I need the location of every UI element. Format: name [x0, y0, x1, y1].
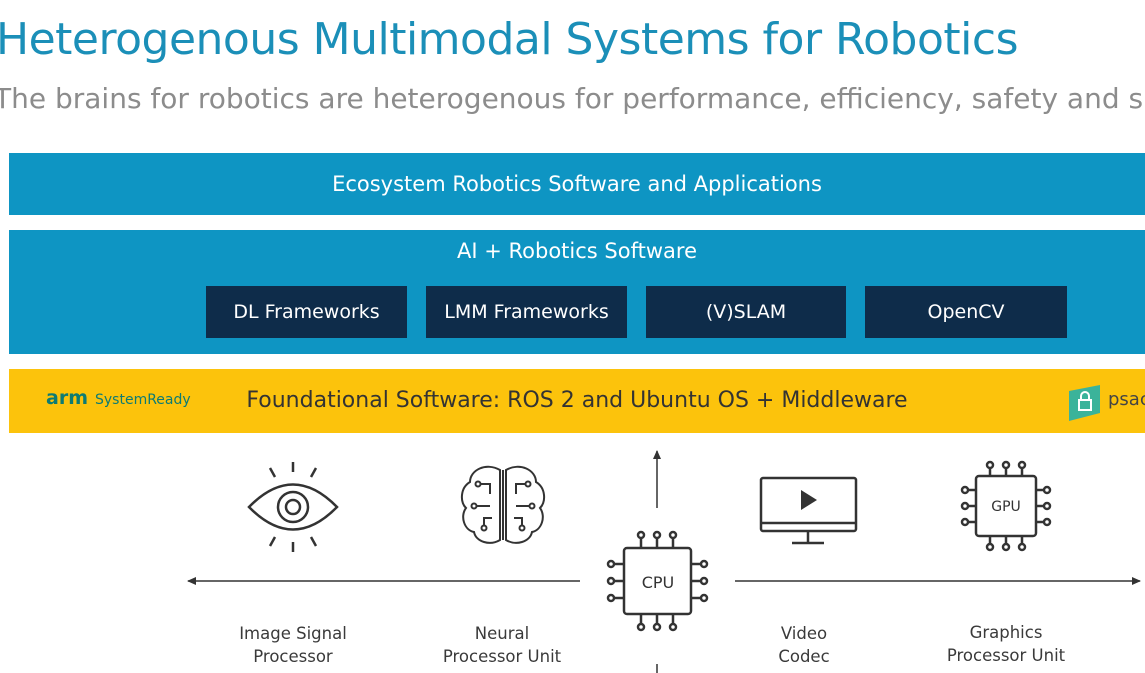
gpu-chip-label: GPU: [991, 499, 1021, 515]
foundation-layer: Foundational Software: ROS 2 and Ubuntu …: [9, 369, 1145, 433]
framework-box-opencv: OpenCV: [865, 286, 1067, 338]
codec-label-line2: Codec: [778, 647, 830, 666]
brain-chip-icon: [460, 465, 546, 544]
gpu-label: Graphics Processor Unit: [926, 621, 1086, 667]
ecosystem-label: Ecosystem Robotics Software and Applicat…: [332, 172, 822, 196]
npu-label-line2: Processor Unit: [442, 647, 562, 666]
isp-label-line2: Processor: [253, 647, 333, 666]
npu-label: Neural Processor Unit: [422, 622, 582, 668]
psa-logo-text: psac: [1108, 389, 1145, 410]
gpu-label-line1: Graphics: [969, 623, 1043, 642]
codec-label-line1: Video: [780, 624, 828, 643]
codec-label: Video Codec: [744, 622, 864, 668]
ecosystem-layer: Ecosystem Robotics Software and Applicat…: [9, 153, 1145, 215]
page-subtitle: The brains for robotics are heterogenous…: [0, 82, 1144, 115]
eye-icon: [247, 462, 339, 552]
framework-box-dl: DL Frameworks: [206, 286, 407, 338]
ai-robotics-layer: AI + Robotics Software DL Frameworks LMM…: [9, 230, 1145, 354]
isp-label-line1: Image Signal: [239, 624, 347, 643]
gpu-label-line2: Processor Unit: [946, 646, 1066, 665]
framework-box-vslam: (V)SLAM: [646, 286, 846, 338]
psa-shield-icon: [1069, 385, 1100, 421]
gpu-chip-icon: [960, 460, 1052, 552]
ai-robotics-title: AI + Robotics Software: [457, 239, 697, 263]
arm-logo: arm: [46, 387, 88, 409]
cpu-chip-icon: [606, 530, 709, 632]
arm-systemready-label: SystemReady: [95, 392, 191, 408]
foundation-label: Foundational Software: ROS 2 and Ubuntu …: [246, 388, 908, 413]
isp-label: Image Signal Processor: [213, 622, 373, 668]
framework-box-lmm: LMM Frameworks: [426, 286, 627, 338]
npu-label-line1: Neural: [474, 624, 530, 643]
video-monitor-icon: [759, 476, 858, 545]
page-title: Heterogenous Multimodal Systems for Robo…: [0, 14, 1019, 65]
cpu-chip-label: CPU: [642, 573, 675, 592]
